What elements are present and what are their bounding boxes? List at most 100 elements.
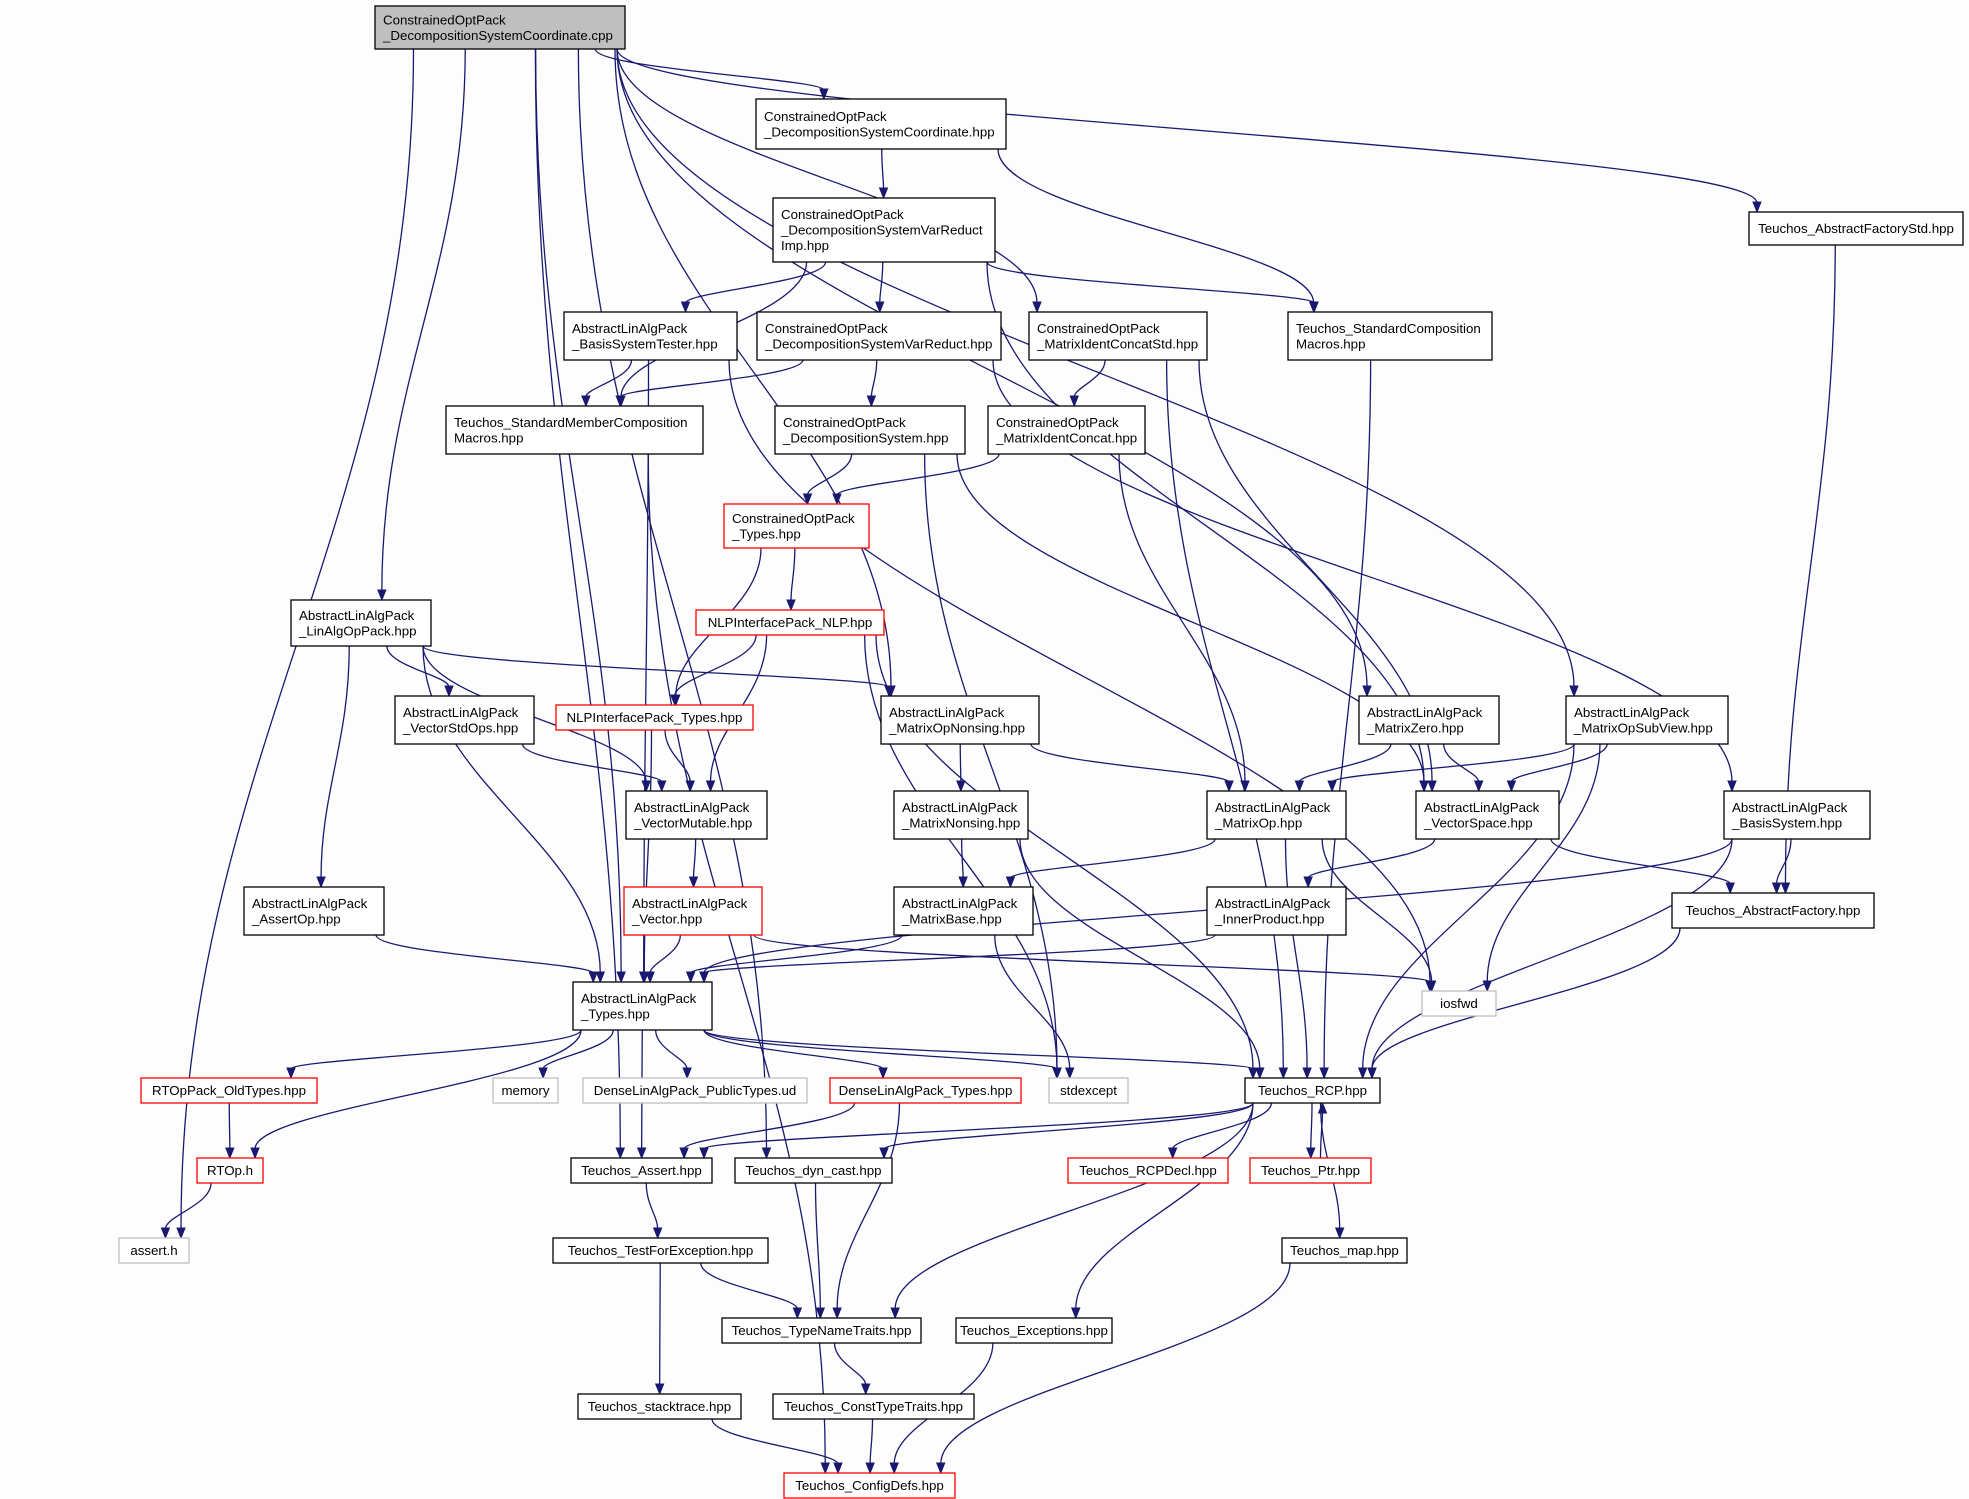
node-label-line: ConstrainedOptPack	[996, 415, 1119, 430]
node-box	[555, 704, 754, 731]
node-tmap[interactable]: Teuchos_map.hpp	[1281, 1237, 1408, 1264]
node-label-line: _Types.hpp	[731, 526, 801, 541]
edge-vspace-to-absfac	[1550, 838, 1735, 895]
node-label-line: AbstractLinAlgPack	[1215, 800, 1331, 815]
node-root[interactable]: ConstrainedOptPack_DecompositionSystemCo…	[374, 5, 626, 50]
node-label-line: memory	[501, 1083, 549, 1098]
edge-mnons-to-rcp	[1019, 838, 1265, 1080]
arrowhead	[699, 971, 709, 984]
node-box	[1048, 1077, 1129, 1104]
node-ptr[interactable]: Teuchos_Ptr.hpp	[1249, 1157, 1372, 1184]
node-innerp[interactable]: AbstractLinAlgPack_InnerProduct.hpp	[1206, 886, 1347, 936]
node-linalgop[interactable]: AbstractLinAlgPack_LinAlgOpPack.hpp	[290, 599, 432, 647]
node-dyncast[interactable]: Teuchos_dyn_cast.hpp	[734, 1157, 893, 1184]
node-mic[interactable]: ConstrainedOptPack_MatrixIdentConcat.hpp	[987, 405, 1146, 455]
node-absfac[interactable]: Teuchos_AbstractFactory.hpp	[1671, 892, 1875, 929]
node-label-line: ConstrainedOptPack	[765, 321, 888, 336]
node-vstdops[interactable]: AbstractLinAlgPack_VectorStdOps.hpp	[394, 695, 535, 745]
node-nlp[interactable]: NLPInterfacePack_NLP.hpp	[695, 609, 885, 636]
node-vmut[interactable]: AbstractLinAlgPack_VectorMutable.hpp	[625, 790, 768, 840]
node-mopsub[interactable]: AbstractLinAlgPack_MatrixOpSubView.hpp	[1565, 695, 1729, 745]
node-rcp[interactable]: Teuchos_RCP.hpp	[1244, 1077, 1381, 1104]
edge-rcp-to-ptr	[1306, 1102, 1316, 1160]
arrowhead	[685, 971, 696, 984]
node-label-line: _DecompositionSystemVarReduct.hpp	[764, 336, 992, 351]
node-label-line: _DecompositionSystemCoordinate.cpp	[382, 28, 613, 43]
node-dla-types[interactable]: DenseLinAlgPack_Types.hpp	[829, 1077, 1022, 1104]
node-mbase[interactable]: AbstractLinAlgPack_MatrixBase.hpp	[893, 886, 1034, 936]
node-absfacstd[interactable]: Teuchos_AbstractFactoryStd.hpp	[1748, 211, 1964, 246]
node-label-line: _BasisSystem.hpp	[1731, 815, 1842, 830]
edge-mzero-to-vspace	[1442, 743, 1484, 793]
edge-testexc-to-tntraits	[700, 1262, 803, 1320]
node-stdmem[interactable]: Teuchos_StandardMemberCompositionMacros.…	[445, 405, 704, 455]
node-box	[893, 790, 1029, 840]
node-assert-h: assert.h	[118, 1237, 190, 1264]
node-box	[1671, 892, 1875, 929]
arrowhead	[802, 493, 813, 506]
node-iosfwd: iosfwd	[1421, 990, 1497, 1017]
edge-root-to-mics	[616, 48, 1042, 314]
node-mop[interactable]: AbstractLinAlgPack_MatrixOp.hpp	[1206, 790, 1347, 840]
node-bst[interactable]: AbstractLinAlgPack_BasisSystemTester.hpp	[563, 311, 738, 361]
edge-ala_types-to-rtop	[250, 1029, 582, 1160]
node-dsvr[interactable]: ConstrainedOptPack_DecompositionSystemVa…	[756, 311, 1002, 361]
edge-stdmem-to-configdefs	[647, 453, 830, 1475]
node-consttt[interactable]: Teuchos_ConstTypeTraits.hpp	[772, 1393, 975, 1420]
edge-tntraits-to-consttt	[833, 1342, 871, 1396]
node-mics[interactable]: ConstrainedOptPack_MatrixIdentConcatStd.…	[1028, 311, 1208, 361]
node-vspace[interactable]: AbstractLinAlgPack_VectorSpace.hpp	[1415, 790, 1560, 840]
edge-absfacstd-to-absfac	[1780, 244, 1836, 895]
node-testexc[interactable]: Teuchos_TestForException.hpp	[552, 1237, 769, 1264]
node-dsc-hpp[interactable]: ConstrainedOptPack_DecompositionSystemCo…	[755, 98, 1007, 150]
node-nlp-types[interactable]: NLPInterfacePack_Types.hpp	[555, 704, 754, 731]
node-bsys[interactable]: AbstractLinAlgPack_BasisSystem.hpp	[1723, 790, 1871, 840]
node-label-line: ConstrainedOptPack	[383, 12, 506, 27]
node-assertop[interactable]: AbstractLinAlgPack_AssertOp.hpp	[243, 886, 385, 936]
node-rtop[interactable]: RTOp.h	[196, 1157, 264, 1184]
arrowhead	[641, 780, 651, 793]
node-rcpdecl[interactable]: Teuchos_RCPDecl.hpp	[1067, 1157, 1229, 1184]
node-label-line: Teuchos_RCP.hpp	[1258, 1083, 1367, 1098]
arrowhead	[833, 1462, 843, 1475]
node-label-line: ConstrainedOptPack	[764, 109, 887, 124]
node-ds[interactable]: ConstrainedOptPack_DecompositionSystem.h…	[774, 405, 966, 455]
node-cop-types[interactable]: ConstrainedOptPack_Types.hpp	[723, 503, 870, 549]
node-mopn[interactable]: AbstractLinAlgPack_MatrixOpNonsing.hpp	[880, 695, 1040, 745]
node-assert-hpp[interactable]: Teuchos_Assert.hpp	[570, 1157, 713, 1184]
arrowhead	[1005, 876, 1016, 889]
node-mnons[interactable]: AbstractLinAlgPack_MatrixNonsing.hpp	[893, 790, 1029, 840]
node-ala-types[interactable]: AbstractLinAlgPack_Types.hpp	[572, 981, 713, 1031]
edge-vstdops-to-vmut	[521, 743, 667, 793]
node-stacktrace[interactable]: Teuchos_stacktrace.hpp	[577, 1393, 742, 1420]
arrowhead	[1725, 882, 1735, 895]
node-label-line: _DecompositionSystem.hpp	[782, 430, 949, 445]
edge-root-to-dyncast	[577, 48, 772, 1160]
node-box	[1244, 1077, 1381, 1104]
node-vector[interactable]: AbstractLinAlgPack_Vector.hpp	[623, 886, 763, 936]
node-box	[1415, 790, 1560, 840]
node-label-line: AbstractLinAlgPack	[403, 705, 519, 720]
node-configdefs[interactable]: Teuchos_ConfigDefs.hpp	[783, 1472, 956, 1499]
node-tntraits[interactable]: Teuchos_TypeNameTraits.hpp	[721, 1317, 922, 1344]
arrowhead	[1473, 780, 1484, 793]
edge-rcp-to-dyncast	[879, 1102, 1254, 1160]
arrowhead	[176, 1227, 186, 1240]
node-label-line: _MatrixBase.hpp	[901, 911, 1002, 926]
node-rtop-old[interactable]: RTOpPack_OldTypes.hpp	[140, 1077, 318, 1104]
arrowhead	[656, 780, 667, 793]
node-box	[755, 98, 1007, 150]
edge-vspace-to-innerp	[1303, 838, 1436, 889]
edge-ala_types-to-rcp	[703, 1029, 1258, 1080]
arrowhead	[820, 1462, 830, 1475]
node-dsvr-imp[interactable]: ConstrainedOptPack_DecompositionSystemVa…	[772, 197, 996, 263]
arrowhead	[1780, 882, 1791, 895]
arrowhead	[1362, 685, 1372, 698]
edge-mic-to-cop_types	[832, 453, 1000, 506]
arrowhead	[1240, 780, 1250, 793]
edge-dsvr_imp-to-stdcomp	[986, 261, 1319, 314]
node-texc[interactable]: Teuchos_Exceptions.hpp	[955, 1317, 1113, 1344]
node-box	[394, 695, 535, 745]
node-mzero[interactable]: AbstractLinAlgPack_MatrixZero.hpp	[1358, 695, 1500, 745]
